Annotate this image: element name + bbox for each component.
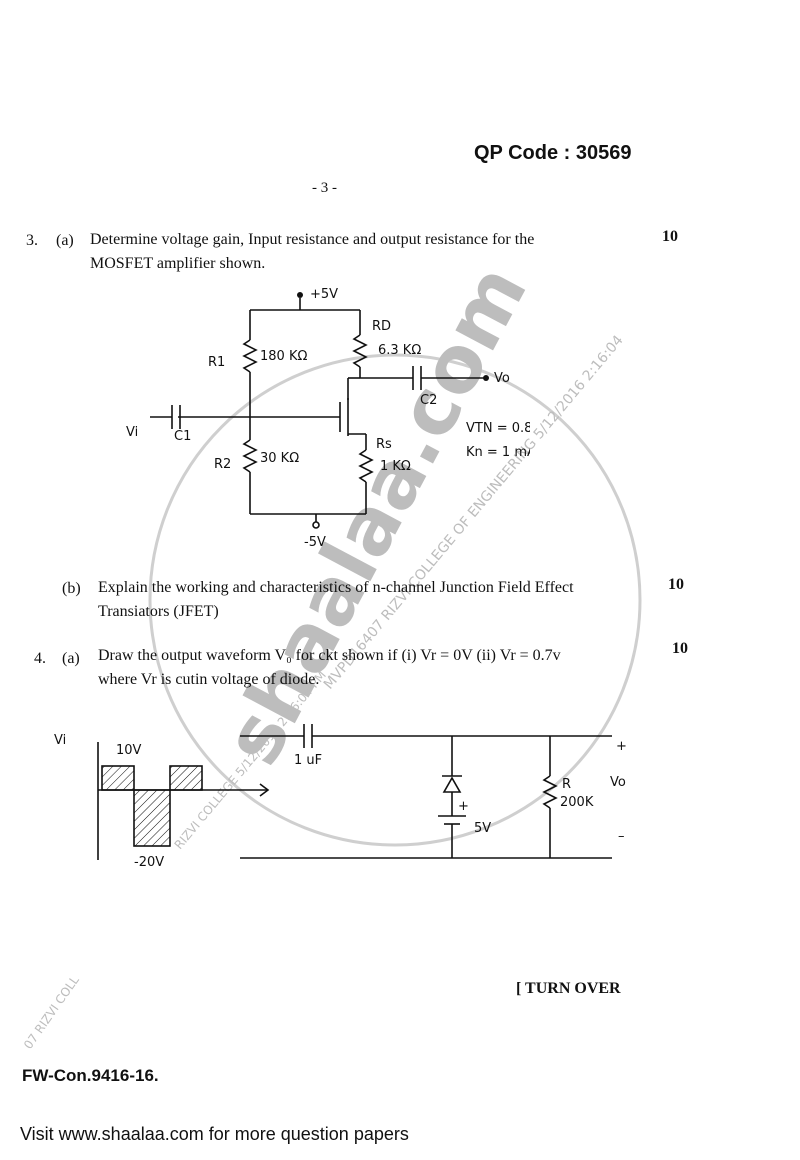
waveform-neg-label: -20V <box>134 855 164 870</box>
r2-value: 30 KΩ <box>260 451 299 466</box>
question-4a-line-2: where Vr is cutin voltage of diode. <box>98 671 320 688</box>
vi-label: Vi <box>126 425 138 440</box>
rd-value: 6.3 KΩ <box>378 343 421 358</box>
watermark-circle <box>148 353 642 847</box>
page-number: - 3 - <box>312 180 337 196</box>
r1-value: 180 KΩ <box>260 349 307 364</box>
cap-label: 1 uF <box>294 753 322 768</box>
resistor-r <box>542 775 558 809</box>
vdd-label: +5V <box>310 287 338 302</box>
question-3b-text: Explain the working and characteristics … <box>98 576 574 624</box>
question-3a-label: (a) <box>56 232 74 249</box>
waveform-pulse-pos-1 <box>101 765 135 791</box>
paper-code: FW-Con.9416-16. <box>22 1066 159 1085</box>
battery-label: 5V <box>474 821 491 836</box>
r1-name: R1 <box>208 355 225 370</box>
waveform-pulse-neg <box>133 789 171 847</box>
question-3a-line-1: Determine voltage gain, Input resistance… <box>90 231 535 248</box>
question-3b-marks: 10 <box>668 576 684 593</box>
resistor-rs <box>358 449 374 483</box>
waveform-pulse-pos-2 <box>169 765 203 791</box>
vo-minus: – <box>618 829 625 844</box>
vo-label-2: Vo <box>610 775 626 790</box>
question-3-number: 3. <box>26 232 38 249</box>
watermark-stamp-3: 07 RIZVI COLL <box>21 973 82 1052</box>
r-name: R <box>562 777 571 792</box>
vtn-label: VTN = 0.8V <box>466 421 530 436</box>
mosfet-circuit: +5V -5V R1 180 KΩ R2 30 KΩ RD 6.3 KΩ Rs … <box>126 287 530 550</box>
c1-label: C1 <box>174 429 191 444</box>
vo-label: Vo <box>494 371 510 386</box>
waveform-pos-label: 10V <box>116 743 142 758</box>
r2-name: R2 <box>214 457 231 472</box>
question-3b-label: (b) <box>62 580 81 597</box>
question-4a-label: (a) <box>62 650 80 667</box>
question-3a-marks: 10 <box>662 228 678 245</box>
resistor-rd <box>352 334 368 368</box>
vss-label: -5V <box>304 535 326 550</box>
question-3a-line-2: MOSFET amplifier shown. <box>90 255 266 272</box>
battery-plus: + <box>458 799 469 814</box>
question-4a-marks: 10 <box>672 640 688 657</box>
rs-name: Rs <box>376 437 392 452</box>
question-3a-text: Determine voltage gain, Input resistance… <box>90 228 534 276</box>
diode <box>442 776 462 793</box>
waveform-vi-label: Vi <box>54 733 66 748</box>
rs-value: 1 KΩ <box>380 459 411 474</box>
clamper-circuit: Vi 10V -20V 1 uF + 5V R 200K + Vo – <box>54 724 627 870</box>
question-4-number: 4. <box>34 650 46 667</box>
resistor-r1 <box>242 339 258 373</box>
qp-code: QP Code : 30569 <box>474 142 632 164</box>
visit-link: Visit www.shaalaa.com for more question … <box>20 1124 409 1144</box>
question-3b-line-2: Transiators (JFET) <box>98 603 219 620</box>
question-3b-line-1: Explain the working and characteristics … <box>98 579 574 596</box>
turn-over: [ TURN OVER <box>516 980 621 997</box>
vo-plus: + <box>616 739 627 754</box>
r-value: 200K <box>560 795 594 810</box>
rd-name: RD <box>372 319 391 334</box>
question-4a-line-1: Draw the output waveform V₀ for ckt show… <box>98 647 561 664</box>
c2-label: C2 <box>420 393 437 408</box>
resistor-r2 <box>242 439 258 473</box>
kn-label: Kn = 1 mA/V² <box>466 445 530 460</box>
question-4a-text: Draw the output waveform V₀ for ckt show… <box>98 644 561 692</box>
